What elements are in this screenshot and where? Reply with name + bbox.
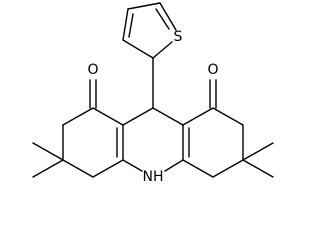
bond-thiophene-s-c2 bbox=[152, 41, 173, 59]
bond-c3-methyl-b bbox=[32, 159, 64, 178]
bond-c3-c4 bbox=[62, 159, 94, 178]
bond-c8-c7 bbox=[212, 107, 244, 126]
bond-c6-methyl-b bbox=[242, 159, 274, 178]
bond-thiophene-c5-s bbox=[159, 2, 177, 31]
bond-c8a-c8 bbox=[182, 107, 214, 126]
bond-c4-c4a bbox=[92, 159, 124, 178]
bond-c1-c2 bbox=[62, 107, 94, 126]
atom-labels: S O O NH bbox=[87, 29, 218, 185]
sulfur-atom-label: S bbox=[174, 29, 183, 45]
bond-thiophene-c4-c5 bbox=[127, 2, 161, 10]
bonds bbox=[32, 2, 274, 178]
oxygen-left-atom-label: O bbox=[87, 62, 98, 78]
bond-thiophene-c5-s-inner bbox=[155, 8, 170, 30]
bond-nh-c10a bbox=[164, 159, 184, 172]
bond-thiophene-c3-c4-inner bbox=[128, 13, 134, 38]
bond-c6-methyl-a bbox=[242, 142, 274, 161]
molecule-structure: S O O NH bbox=[32, 2, 274, 185]
bond-c9-c8a bbox=[152, 107, 184, 126]
oxygen-right-atom-label: O bbox=[207, 62, 218, 78]
bond-thiophene-c3-c4 bbox=[122, 8, 129, 41]
bond-c3-methyl-a bbox=[32, 142, 64, 161]
nh-atom-label: NH bbox=[143, 169, 164, 185]
bond-c6-c5 bbox=[212, 159, 244, 178]
bond-thiophene-c2-c3 bbox=[122, 39, 154, 59]
bond-c9a-c1 bbox=[92, 107, 124, 126]
bond-c5-c10a bbox=[182, 159, 214, 178]
bond-c4a-nh bbox=[122, 159, 143, 172]
bond-c9-c9a bbox=[122, 107, 154, 126]
